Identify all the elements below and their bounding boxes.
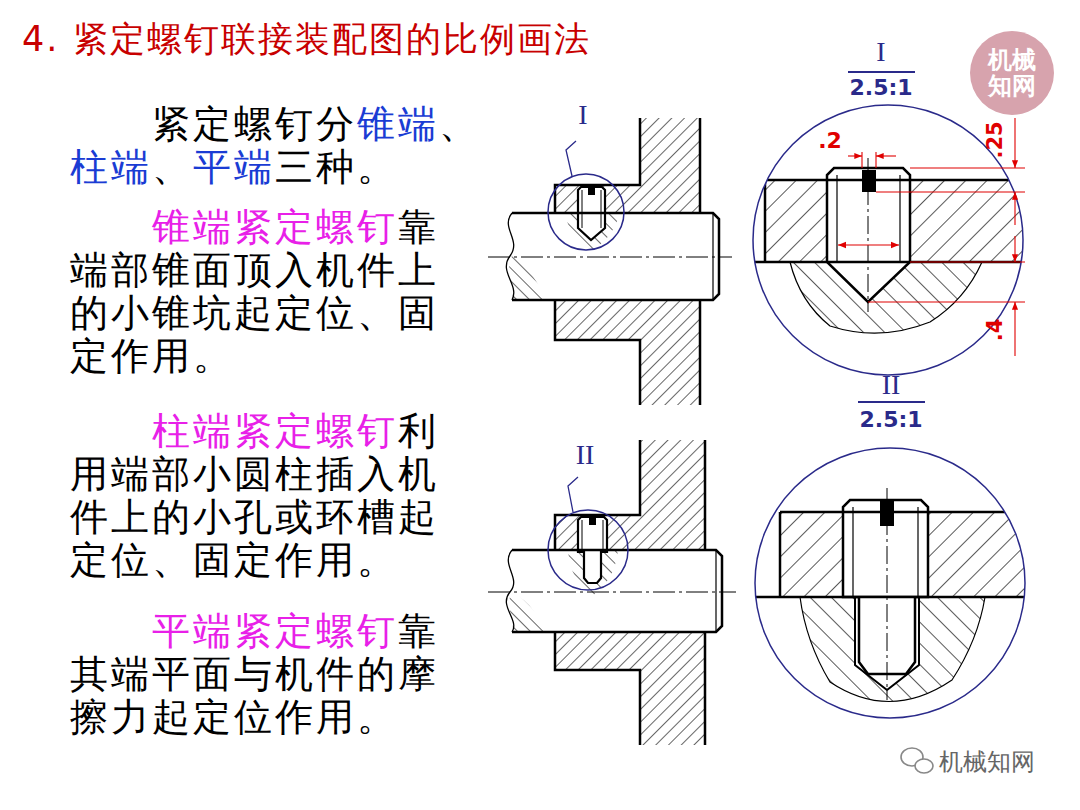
body-text: 、 — [152, 145, 193, 189]
description-paragraph: 紧定螺钉分锥端、柱端、平端三种。 — [70, 103, 485, 189]
dimension-lines — [848, 118, 1025, 356]
cone-screw-assembly — [488, 118, 732, 405]
term-highlight: 柱端 — [70, 145, 152, 189]
scale-label: 2.5:1 — [849, 76, 912, 100]
logo-text: 机械知网 — [987, 47, 1037, 100]
slide-title: 4. 紧定螺钉联接装配图的比例画法 — [22, 16, 591, 63]
detail-one — [745, 158, 1035, 333]
dog-screw-assembly — [488, 440, 736, 745]
term-highlight: 平端紧定螺钉 — [152, 609, 398, 653]
term-highlight: 锥端紧定螺钉 — [152, 205, 398, 249]
logo-badge: 机械知网 — [970, 31, 1054, 115]
body-text: 、 — [439, 102, 480, 146]
watermark: 机械知网 — [939, 749, 1035, 775]
term-highlight: 平端 — [193, 145, 275, 189]
description-paragraph: 平端紧定螺钉靠其端平面与机件的摩擦力起定位作用。 — [70, 610, 448, 739]
dimension-label: .2 — [818, 129, 842, 153]
description-paragraph: 锥端紧定螺钉靠端部锥面顶入机件上的小锥坑起定位、固定作用。 — [70, 206, 448, 378]
callout-number: I — [876, 37, 885, 68]
wechat-icon — [901, 748, 933, 773]
detail-two — [750, 488, 1040, 702]
body-text: 三种。 — [275, 145, 398, 189]
callout-number: I — [578, 100, 587, 131]
term-highlight: 柱端紧定螺钉 — [152, 409, 398, 453]
callout-number: II — [576, 440, 595, 471]
callout-number: II — [882, 370, 901, 401]
body-text: 紧定螺钉分 — [152, 102, 357, 146]
dimension-label: .25 — [984, 121, 1007, 158]
scale-label: 2.5:1 — [859, 408, 922, 432]
description-paragraph: 柱端紧定螺钉利用端部小圆柱插入机件上的小孔或环槽起定位、固定作用。 — [70, 410, 448, 582]
term-highlight: 锥端 — [357, 102, 439, 146]
dimension-label: .4 — [984, 319, 1007, 342]
